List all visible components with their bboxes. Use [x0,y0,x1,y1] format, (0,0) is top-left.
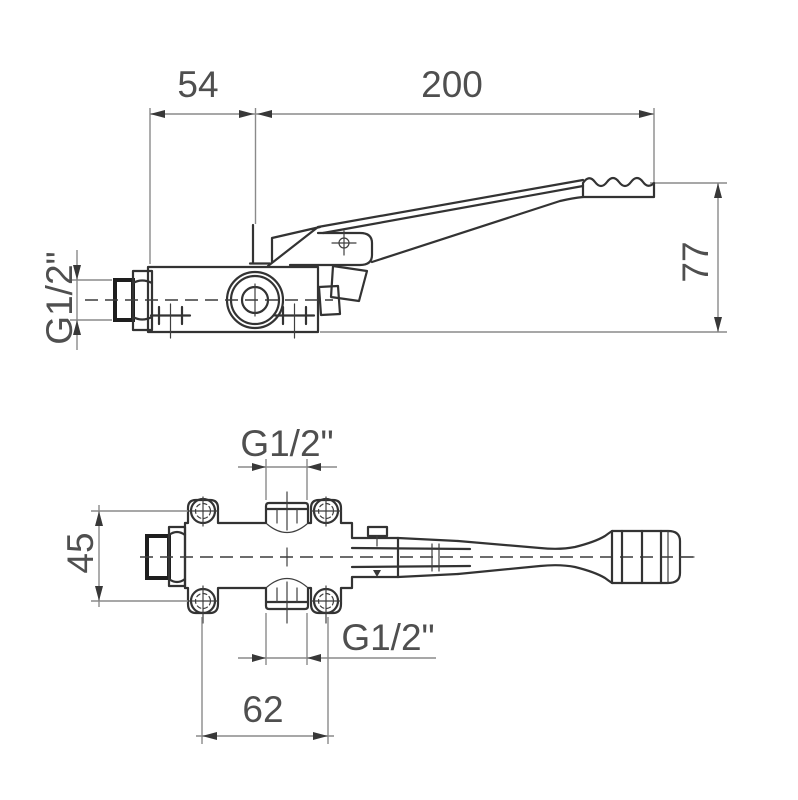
dimension-thread-plan-bottom: G1/2" [238,613,436,665]
dim-label-62: 62 [242,689,283,730]
dim-label-45: 45 [60,532,101,573]
body-bottom-edge [183,575,400,615]
lever-arm-top [456,529,614,550]
lever-front-arm [266,225,322,268]
plan-view: G1/2" [60,423,696,744]
dimension-thread-side: G1/2" [39,250,112,350]
foot-pad-plan [610,529,682,585]
lever-top-edge [316,178,585,229]
mounting-screw-top-right [310,496,342,527]
pivot-pin-tab [366,525,389,538]
lever-rod [350,546,472,569]
mounting-screw-top-left [187,496,219,527]
mounting-tab-left-side [149,303,192,339]
thread-label-side: G1/2" [39,251,80,344]
dimension-54-200: 54 200 [149,64,655,264]
valve-body-side [85,265,333,339]
foot-pad-side [581,176,656,199]
dimension-77: 77 [320,182,727,333]
pedal-mechanism-side [248,176,656,317]
mounting-screw-bottom-right [310,585,342,624]
stop-block [317,284,342,317]
pivot-bracket [288,231,374,267]
dim-label-200: 200 [421,64,483,105]
dimension-45: 45 [60,505,188,607]
lever-arm-bottom [456,564,614,585]
return-cam [329,264,369,303]
pedal-lever-plan [350,525,695,585]
lever-bottom-edge [370,195,585,264]
dimension-thread-plan-top: G1/2" [238,423,337,500]
dim-label-77: 77 [675,241,716,282]
thread-label-plan-bottom: G1/2" [341,617,434,658]
mounting-screw-bottom-left [187,585,219,624]
valve-body-plan [140,491,696,624]
fork-arms [396,536,460,579]
dim-label-54: 54 [177,64,218,105]
mounting-tab-right-side [273,303,316,339]
dimension-62: 62 [196,617,334,744]
side-view: 54 200 77 G1/2" [39,64,727,350]
thread-label-plan-top: G1/2" [240,423,333,464]
